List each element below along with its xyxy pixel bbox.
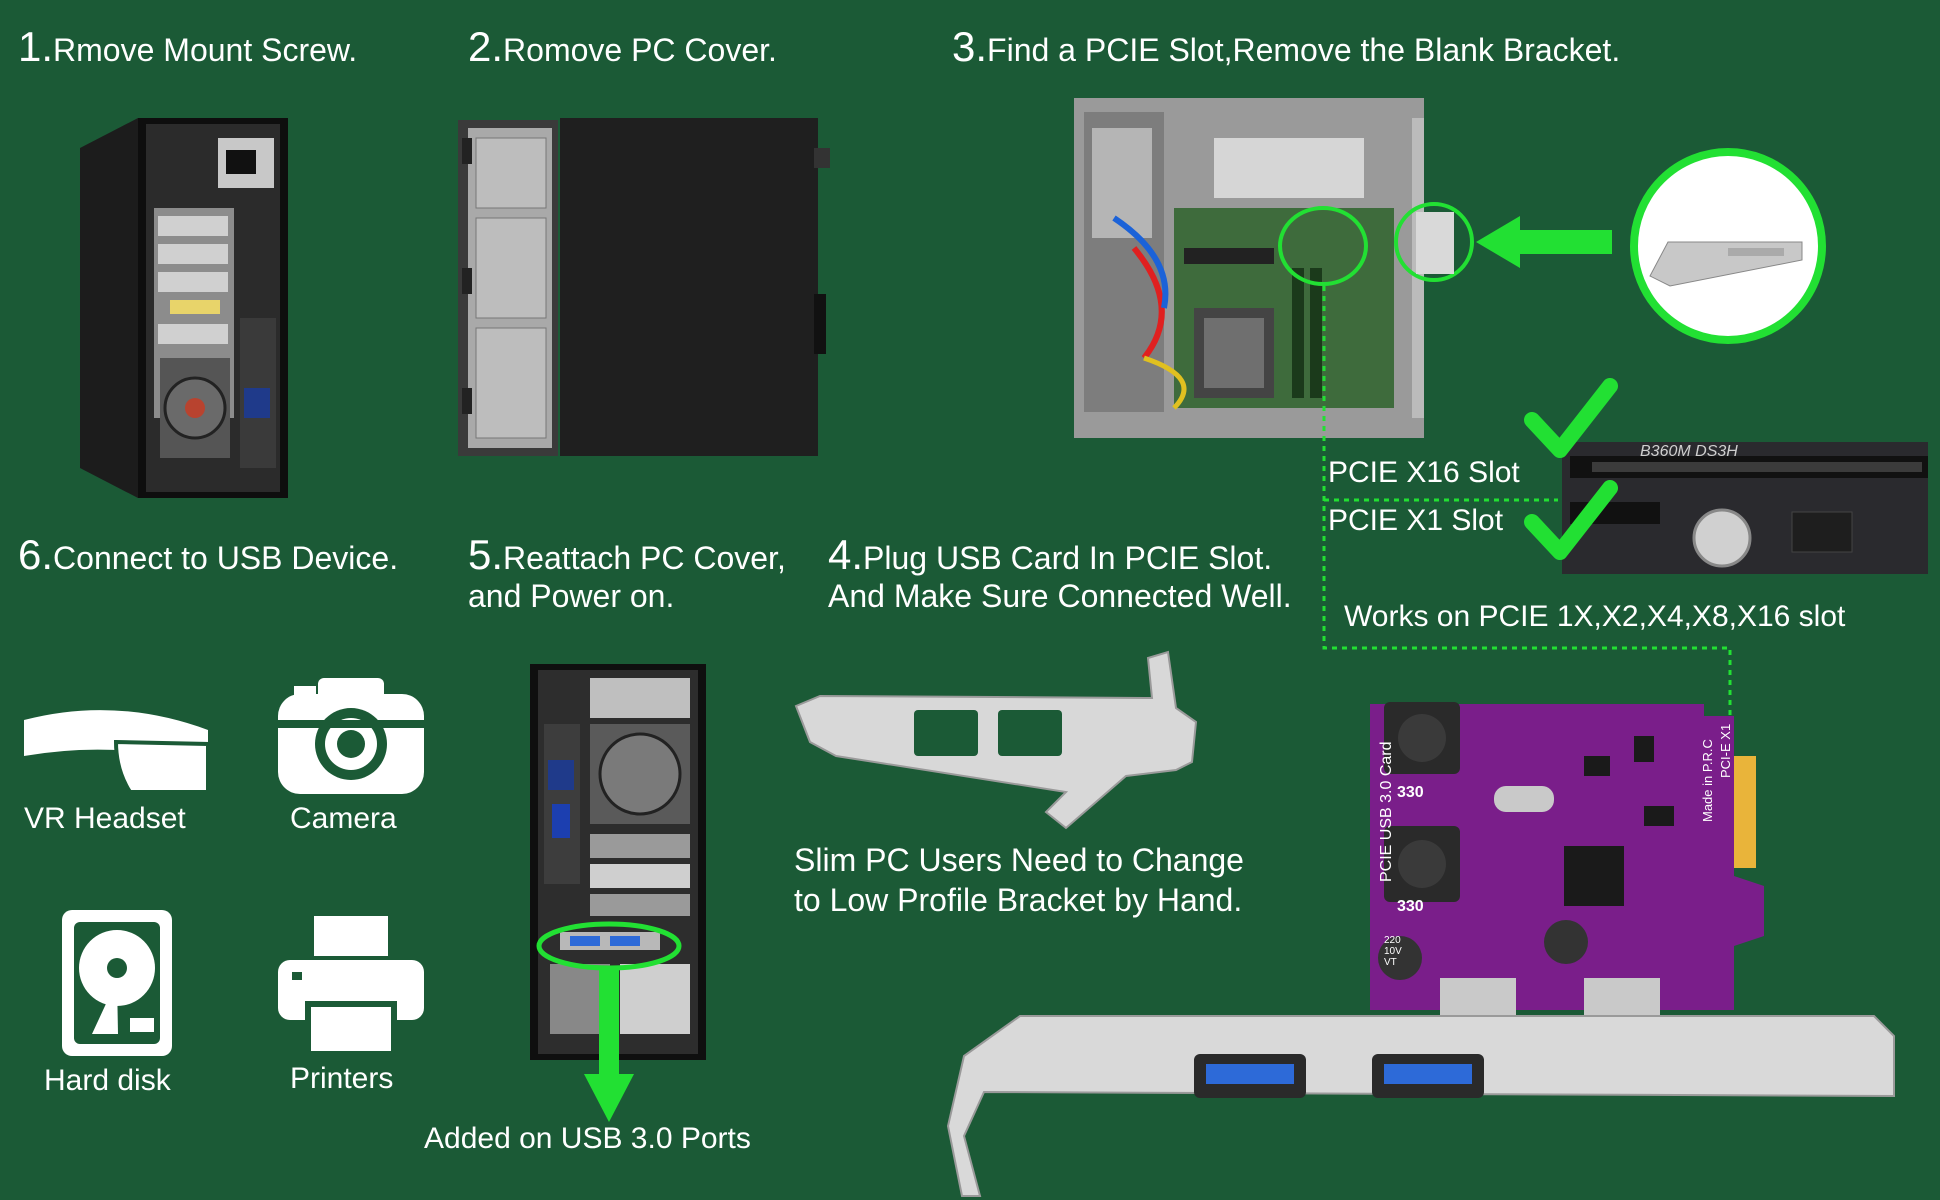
board-model-label: B360M DS3H [1640, 443, 1738, 460]
check-x16-icon [1524, 378, 1618, 458]
printer-icon [278, 916, 424, 1057]
hard-disk-icon [62, 910, 172, 1056]
step-4-title: 4.Plug USB Card In PCIE Slot.And Make Su… [828, 531, 1292, 615]
arrow-left-icon [1476, 216, 1612, 268]
step-6-title: 6.Connect to USB Device. [18, 531, 399, 578]
pc-cover-image [458, 118, 830, 456]
card-slot-label: PCI-E X1 [1718, 723, 1733, 778]
blank-bracket-image [1630, 148, 1826, 344]
inductor-label-2: 330 [1397, 898, 1424, 915]
pcie-slot-highlight [1278, 206, 1368, 286]
added-usb-ports-label: Added on USB 3.0 Ports [424, 1122, 751, 1155]
step-1-title: 1.Rmove Mount Screw. [18, 23, 358, 70]
check-x1-icon [1524, 480, 1618, 560]
arrow-down-icon [584, 966, 634, 1122]
open-case-motherboard-image [1074, 98, 1424, 438]
works-on-slots-label: Works on PCIE 1X,X2,X4,X8,X16 slot [1344, 600, 1846, 633]
vr-headset-icon [24, 710, 210, 794]
low-profile-bracket-image [794, 650, 1198, 830]
pcie-usb-card-image [946, 702, 1895, 1197]
step-3-title: 3.Find a PCIE Slot,Remove the Blank Brac… [952, 23, 1621, 70]
step-2-title: 2.Romove PC Cover. [468, 23, 777, 70]
bracket-note-line2: to Low Profile Bracket by Hand. [794, 882, 1243, 918]
added-ports-highlight [536, 921, 682, 971]
slot-guide-dotted-line [1322, 286, 1732, 744]
bracket-slot-highlight [1394, 202, 1474, 282]
camera-label: Camera [290, 802, 397, 835]
vr-headset-label: VR Headset [24, 802, 186, 835]
capacitor-label: 220 10V VT [1384, 935, 1402, 968]
pcie-x16-slot-label: PCIE X16 Slot [1328, 456, 1520, 489]
inductor-label-1: 330 [1397, 784, 1424, 801]
hard-disk-label: Hard disk [44, 1064, 171, 1097]
camera-icon [278, 678, 424, 794]
pcie-x1-slot-label: PCIE X1 Slot [1328, 504, 1504, 537]
step-5-title: 5.Reattach PC Cover,and Power on. [468, 531, 786, 615]
tower-pc-rear-image [80, 118, 288, 498]
printers-label: Printers [290, 1062, 394, 1095]
bracket-note-line1: Slim PC Users Need to Change [794, 842, 1244, 878]
motherboard-closeup-image [1562, 442, 1928, 574]
card-name-label: PCIE USB 3.0 Card [1378, 741, 1395, 883]
card-origin-label: Made in P.R.C [1700, 739, 1715, 822]
